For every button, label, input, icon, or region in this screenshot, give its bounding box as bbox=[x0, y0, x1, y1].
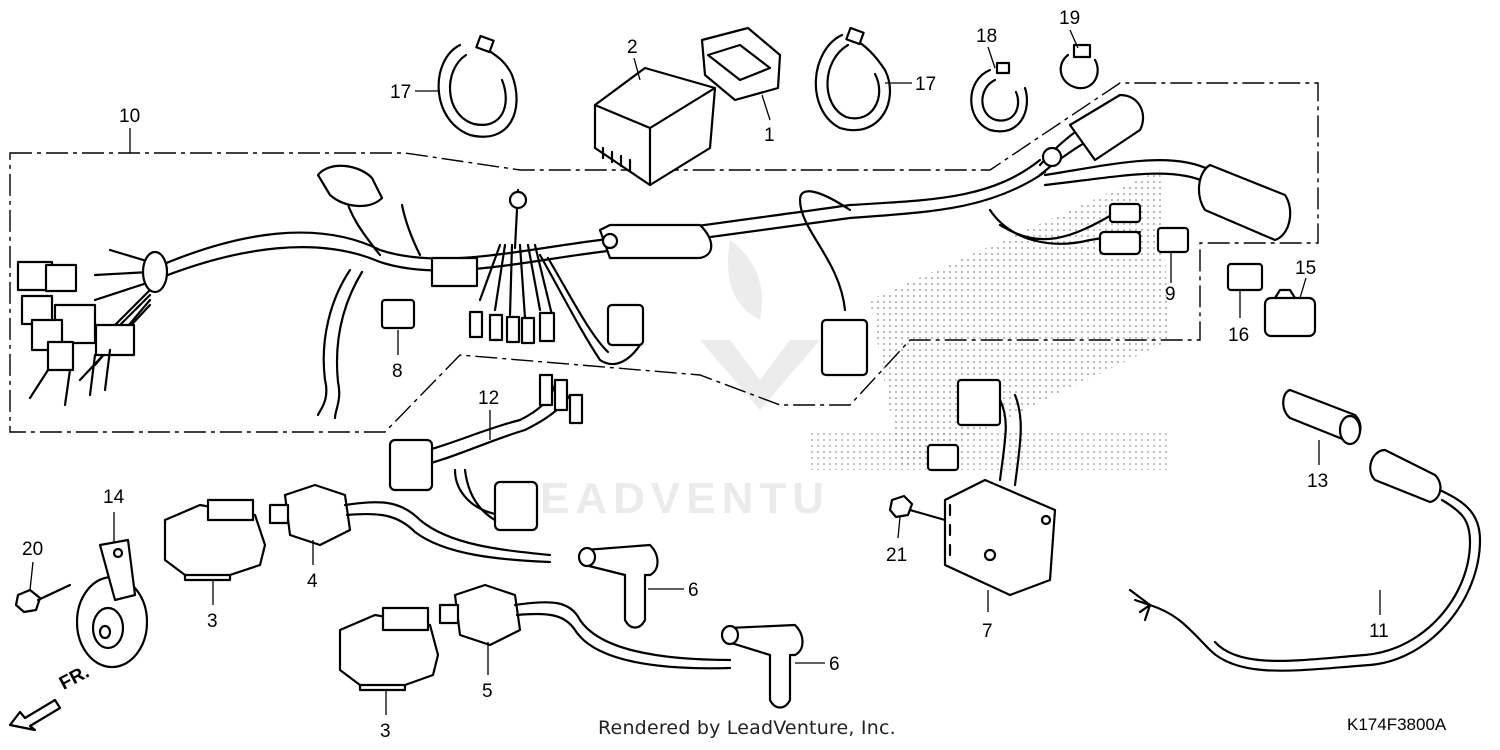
callout-14: 14 bbox=[103, 487, 125, 542]
callout-3-lower: 3 bbox=[380, 690, 391, 742]
svg-text:3: 3 bbox=[380, 721, 391, 742]
callout-17-right: 17 bbox=[885, 74, 936, 95]
svg-text:6: 6 bbox=[688, 580, 699, 601]
svg-text:15: 15 bbox=[1295, 258, 1316, 279]
harness-group-boundary bbox=[9, 82, 1319, 433]
svg-text:6: 6 bbox=[829, 654, 840, 675]
callout-16: 16 bbox=[1228, 290, 1249, 346]
ignition-cap-part-3-upper bbox=[163, 498, 267, 582]
sub-harness-part-12 bbox=[388, 373, 584, 532]
watermark-brand-text: EADVENTU bbox=[540, 474, 831, 523]
horn-part-14 bbox=[75, 538, 149, 669]
band-part-18 bbox=[970, 68, 1029, 133]
switch-harness-part-11 bbox=[1128, 448, 1482, 672]
callout-17-left: 17 bbox=[390, 82, 440, 103]
callout-11: 11 bbox=[1369, 590, 1389, 642]
svg-text:4: 4 bbox=[307, 571, 318, 592]
main-wire-harness bbox=[16, 93, 1292, 420]
callout-18: 18 bbox=[976, 26, 997, 69]
svg-text:11: 11 bbox=[1369, 621, 1389, 642]
callout-4: 4 bbox=[307, 540, 318, 592]
band-part-17-left-inner bbox=[448, 53, 507, 126]
callout-15: 15 bbox=[1295, 258, 1316, 299]
relay-part-8 bbox=[380, 298, 416, 330]
spark-plug-cap-part-6-lower bbox=[720, 623, 804, 709]
bolt-part-20 bbox=[14, 583, 72, 614]
regulator-rectifier-part-7 bbox=[926, 378, 1057, 597]
connector-part-16 bbox=[1226, 262, 1264, 292]
svg-text:19: 19 bbox=[1059, 8, 1080, 29]
callout-10: 10 bbox=[119, 106, 140, 153]
callout-6-upper: 6 bbox=[648, 580, 699, 601]
cdi-unit-part-2 bbox=[593, 66, 717, 187]
cover-part-13 bbox=[1282, 388, 1362, 446]
callout-5: 5 bbox=[482, 642, 493, 702]
watermark-logo bbox=[700, 170, 1170, 470]
svg-text:1: 1 bbox=[764, 125, 775, 146]
callout-3-upper: 3 bbox=[207, 580, 218, 632]
rubber-cover-part-1 bbox=[700, 26, 782, 102]
svg-text:2: 2 bbox=[627, 37, 638, 58]
callout-8: 8 bbox=[392, 330, 403, 382]
svg-text:9: 9 bbox=[1165, 284, 1176, 305]
band-part-17-right bbox=[814, 33, 891, 132]
callout-2: 2 bbox=[627, 37, 641, 81]
ignition-coil-part-5 bbox=[438, 583, 732, 670]
svg-text:20: 20 bbox=[22, 539, 43, 560]
svg-text:7: 7 bbox=[982, 621, 993, 642]
svg-text:13: 13 bbox=[1307, 471, 1328, 492]
svg-text:17: 17 bbox=[915, 74, 936, 95]
callout-6-lower: 6 bbox=[795, 654, 840, 675]
callout-12: 12 bbox=[478, 388, 499, 440]
render-credit: Rendered by LeadVenture, Inc. bbox=[598, 717, 896, 739]
svg-text:8: 8 bbox=[392, 361, 403, 382]
svg-text:5: 5 bbox=[482, 681, 493, 702]
svg-text:18: 18 bbox=[976, 26, 997, 47]
ignition-coil-part-4 bbox=[268, 483, 552, 564]
svg-text:16: 16 bbox=[1228, 325, 1249, 346]
svg-text:14: 14 bbox=[103, 487, 125, 508]
callout-19: 19 bbox=[1059, 8, 1080, 49]
bolt-part-21 bbox=[888, 494, 947, 522]
band-part-17-left bbox=[437, 43, 518, 138]
diagram-code: K174F3800A bbox=[1347, 715, 1447, 734]
callout-13: 13 bbox=[1307, 440, 1328, 492]
svg-text:10: 10 bbox=[119, 106, 140, 127]
connector-part-9 bbox=[1156, 226, 1190, 254]
svg-text:17: 17 bbox=[390, 82, 411, 103]
front-direction-arrow bbox=[8, 698, 62, 732]
svg-text:21: 21 bbox=[886, 545, 907, 566]
relay-part-15 bbox=[1263, 296, 1317, 338]
svg-text:3: 3 bbox=[207, 611, 218, 632]
clip-part-19 bbox=[1059, 53, 1099, 90]
svg-text:12: 12 bbox=[478, 388, 499, 409]
callout-21: 21 bbox=[886, 516, 907, 566]
callout-20: 20 bbox=[22, 539, 43, 591]
callout-7: 7 bbox=[982, 590, 993, 642]
callout-9: 9 bbox=[1165, 252, 1176, 305]
ignition-cap-part-3-lower bbox=[338, 606, 440, 692]
callout-1: 1 bbox=[761, 94, 775, 146]
spark-plug-cap-part-6-upper bbox=[577, 543, 659, 629]
